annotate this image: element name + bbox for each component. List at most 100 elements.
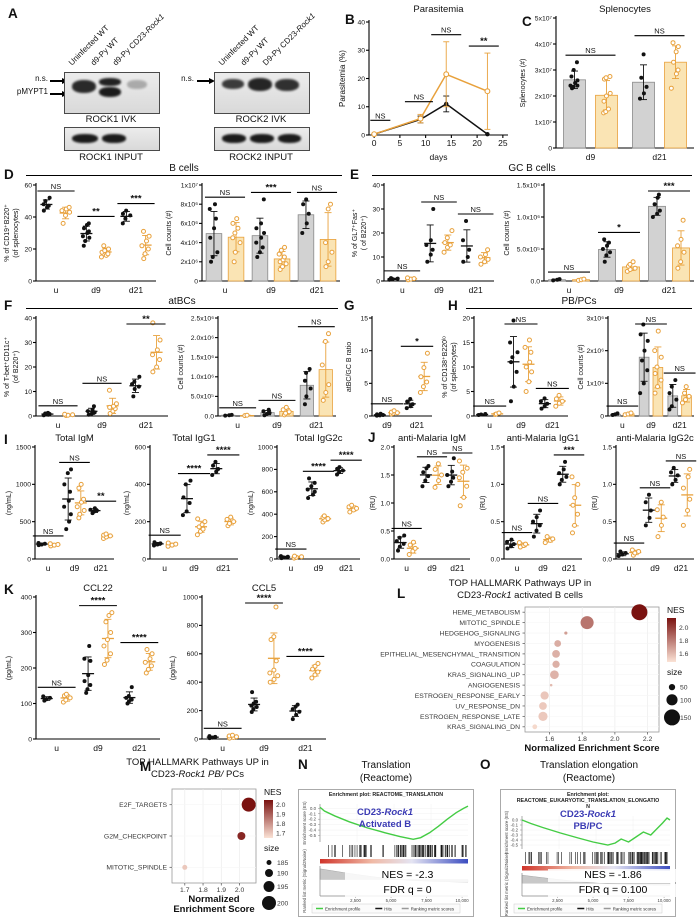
svg-text:****: **** (132, 633, 147, 644)
svg-text:100: 100 (680, 697, 692, 704)
svg-text:NS: NS (217, 719, 227, 728)
svg-text:NS: NS (382, 395, 392, 404)
svg-text:d21: d21 (139, 420, 153, 430)
svg-text:10: 10 (360, 348, 368, 355)
svg-text:NS: NS (97, 374, 107, 383)
svg-text:d9: d9 (91, 285, 101, 295)
svg-text:(of splenocytes): (of splenocytes) (451, 342, 458, 391)
svg-text:1.6: 1.6 (545, 736, 555, 743)
svg-text:NS: NS (272, 391, 282, 400)
svg-text:MITOTIC_SPINDLE: MITOTIC_SPINDLE (106, 865, 167, 872)
svg-text:d9: d9 (259, 743, 269, 753)
blot-caption: ROCK2 INPUT (229, 152, 293, 163)
svg-text:NS: NS (512, 524, 522, 533)
svg-text:0.5: 0.5 (491, 519, 501, 526)
svg-text:7,500: 7,500 (421, 898, 432, 903)
svg-text:***: *** (663, 181, 674, 192)
svg-text:u: u (400, 285, 405, 295)
svg-text:Splenocytes (#): Splenocytes (#) (520, 59, 527, 108)
svg-text:d9: d9 (70, 563, 80, 573)
svg-text:(ng/mL): (ng/mL) (248, 491, 255, 515)
svg-text:*: * (415, 336, 419, 347)
svg-text:1.5x10⁶: 1.5x10⁶ (517, 182, 540, 189)
svg-text:25: 25 (498, 138, 508, 148)
svg-text:d21: d21 (339, 563, 353, 573)
svg-text:u: u (487, 420, 492, 430)
svg-text:Enrichment profile: Enrichment profile (527, 906, 563, 911)
svg-text:(ng/mL): (ng/mL) (124, 491, 131, 515)
svg-text:5: 5 (398, 138, 403, 148)
svg-text:0.5: 0.5 (381, 528, 391, 535)
western-blot-band (72, 80, 96, 93)
svg-text:d9: d9 (646, 420, 656, 430)
panel-letter-f: F (4, 298, 13, 313)
panel-letter-l: L (397, 586, 406, 601)
svg-text:1.9: 1.9 (276, 811, 286, 818)
svg-text:NS: NS (311, 318, 321, 327)
svg-text:G2M_CHECKPOINT: G2M_CHECKPOINT (104, 833, 167, 840)
svg-text:d9: d9 (516, 420, 526, 430)
svg-text:NES: NES (264, 787, 282, 797)
svg-text:2x10⁷: 2x10⁷ (535, 93, 553, 100)
svg-text:1.9: 1.9 (217, 887, 227, 894)
svg-text:300: 300 (21, 630, 33, 637)
gsea-title: Translation elongation (Reactome) (478, 759, 700, 785)
svg-text:1.8: 1.8 (679, 638, 689, 645)
svg-text:NS: NS (617, 397, 627, 406)
svg-text:u: u (288, 563, 293, 573)
svg-text:-0.1: -0.1 (309, 811, 317, 816)
svg-text:NS: NS (51, 678, 61, 687)
svg-text:ESTROGEN_RESPONSE_LATE: ESTROGEN_RESPONSE_LATE (420, 714, 520, 721)
panel-letter-c: C (522, 14, 532, 29)
svg-text:1000: 1000 (183, 594, 198, 601)
gsea-title-line2: (Reactome) (359, 773, 413, 784)
panel-letter-n: N (298, 757, 308, 772)
panel-letter-a: A (8, 6, 18, 21)
svg-text:200: 200 (135, 519, 147, 526)
svg-text:****: **** (187, 464, 202, 475)
svg-text:1.7: 1.7 (180, 887, 190, 894)
panel-letter-o: O (480, 757, 491, 772)
svg-text:Ranked list metric (Signal2Noi: Ranked list metric (Signal2Noise) (504, 852, 509, 916)
gsea-fdr-value: FDR q = 0.100 (548, 884, 678, 897)
svg-text:200: 200 (277, 900, 289, 907)
svg-text:2.0x10⁶: 2.0x10⁶ (191, 335, 214, 342)
panel-letter-k: K (4, 582, 14, 597)
blot-caption: ROCK1 INPUT (79, 152, 143, 163)
svg-text:d21: d21 (450, 563, 464, 573)
gsea-nes-value: NES = -1.86 (548, 869, 678, 882)
svg-text:0: 0 (466, 413, 470, 420)
svg-text:**: ** (480, 36, 488, 47)
svg-text:NS: NS (646, 315, 656, 324)
svg-text:( of B220⁺): ( of B220⁺) (361, 216, 368, 250)
svg-text:u: u (54, 743, 59, 753)
svg-text:d21: d21 (94, 563, 108, 573)
svg-text:d21: d21 (216, 563, 230, 573)
svg-text:40: 40 (24, 315, 32, 322)
svg-text:NS: NS (427, 448, 437, 457)
panel-title: atBCs (26, 296, 338, 309)
svg-text:Normalized Enrichment Score: Normalized Enrichment Score (524, 743, 659, 754)
svg-text:10: 10 (372, 254, 380, 261)
western-blot-band (278, 134, 301, 143)
svg-text:Parasitemia (%): Parasitemia (%) (338, 50, 347, 107)
svg-text:(pg/mL): (pg/mL) (6, 656, 13, 680)
dot-plot-title-line2: CD23-Rock1 activated B cells (457, 589, 583, 601)
svg-text:50: 50 (680, 685, 688, 692)
svg-text:10,000: 10,000 (456, 898, 470, 903)
svg-text:-0.4: -0.4 (309, 828, 317, 833)
svg-text:600: 600 (135, 444, 147, 451)
svg-text:NS: NS (538, 494, 548, 503)
svg-text:2.0: 2.0 (679, 625, 689, 632)
dot-plot-title-line2: CD23-Rock1 PB/ PCs (151, 768, 244, 780)
svg-text:Cell counts (#): Cell counts (#) (178, 344, 185, 389)
svg-text:195: 195 (277, 884, 289, 891)
svg-text:d9: d9 (382, 420, 392, 430)
svg-text:u: u (627, 563, 632, 573)
svg-text:d21: d21 (309, 420, 323, 430)
